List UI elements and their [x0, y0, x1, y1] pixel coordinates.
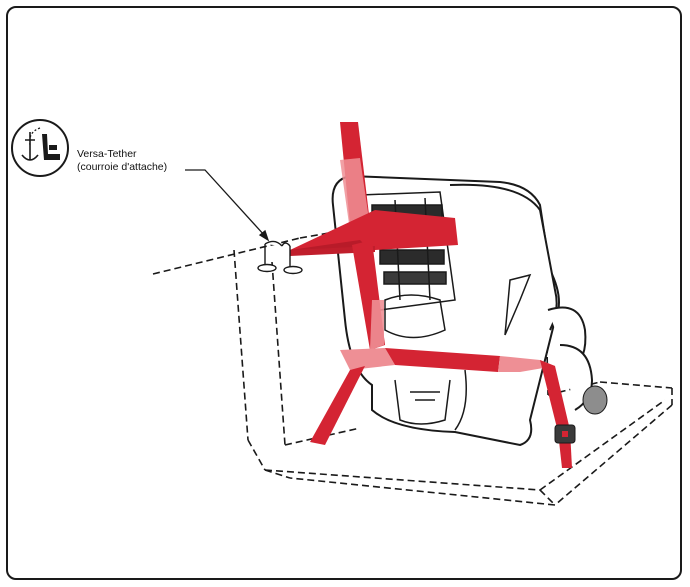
callout-label: Versa-Tether (courroie d'attache)	[77, 148, 167, 174]
tether-strap	[290, 122, 458, 350]
seat-pad	[582, 385, 608, 415]
tether-anchor-icon	[257, 240, 303, 275]
vehicle-seat-outline	[152, 231, 673, 506]
callout-leader	[185, 169, 270, 242]
vehicle-belt	[310, 348, 576, 468]
callout-line1: Versa-Tether	[77, 148, 137, 160]
callout-line2: (courroie d'attache)	[77, 161, 168, 173]
tether-anchor-seat-icon	[11, 119, 69, 177]
